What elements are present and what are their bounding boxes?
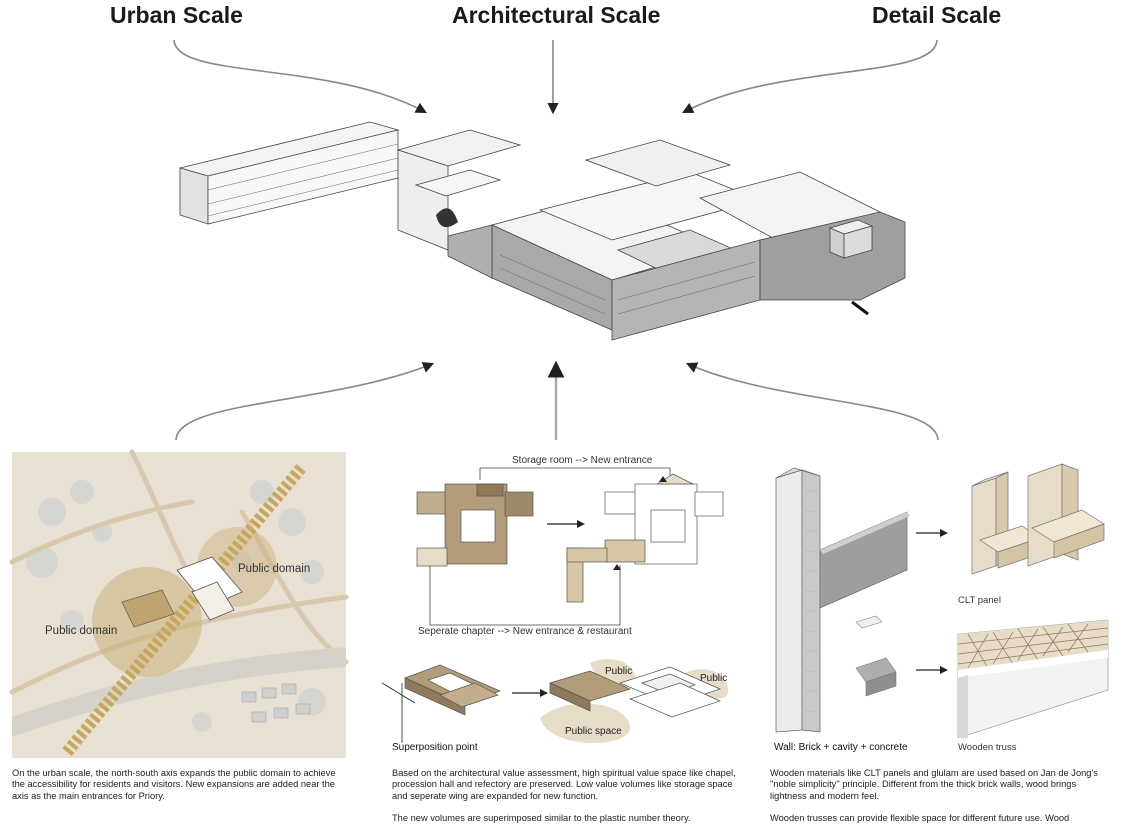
curved-arrow-icon — [682, 39, 938, 114]
public-domain-label-right: Public domain — [238, 563, 311, 575]
heading-urban-scale: Urban Scale — [110, 2, 243, 28]
urban-description: On the urban scale, the north-south axis… — [12, 768, 336, 801]
heading-detail-scale: Detail Scale — [872, 2, 1002, 28]
superposition-point-label: Superposition point — [392, 742, 478, 753]
clt-panel-detail — [971, 463, 1105, 575]
clt-panel-label: CLT panel — [958, 595, 1001, 606]
wooden-truss-label: Wooden truss — [958, 742, 1017, 753]
public-domain-label-left: Public domain — [45, 625, 118, 637]
curved-arrow-icon — [175, 362, 435, 441]
curved-arrow-icon — [173, 39, 427, 114]
superposition-diagram — [381, 659, 729, 743]
curved-arrow-icon — [685, 362, 939, 441]
architectural-description: Based on the architectural value assessm… — [392, 768, 736, 824]
storage-room-label: Storage room --> New entrance — [512, 455, 653, 466]
detail-description: Wooden materials like CLT panels and glu… — [770, 768, 1098, 824]
wooden-truss-detail — [957, 619, 1109, 739]
public-space-label: Public space — [565, 726, 622, 737]
heading-architectural-scale: Architectural Scale — [452, 2, 661, 28]
seperate-chapter-label: Seperate chapter --> New entrance & rest… — [418, 626, 632, 637]
urban-site-map — [9, 449, 349, 758]
public-label-1: Public — [605, 666, 633, 677]
public-label-2: Public — [700, 673, 728, 684]
plan-transformation-diagram — [416, 467, 724, 626]
wall-composition-label: Wall: Brick + cavity + concrete — [774, 742, 908, 753]
wall-detail — [775, 467, 910, 733]
detail-flow-arrows — [916, 529, 948, 674]
